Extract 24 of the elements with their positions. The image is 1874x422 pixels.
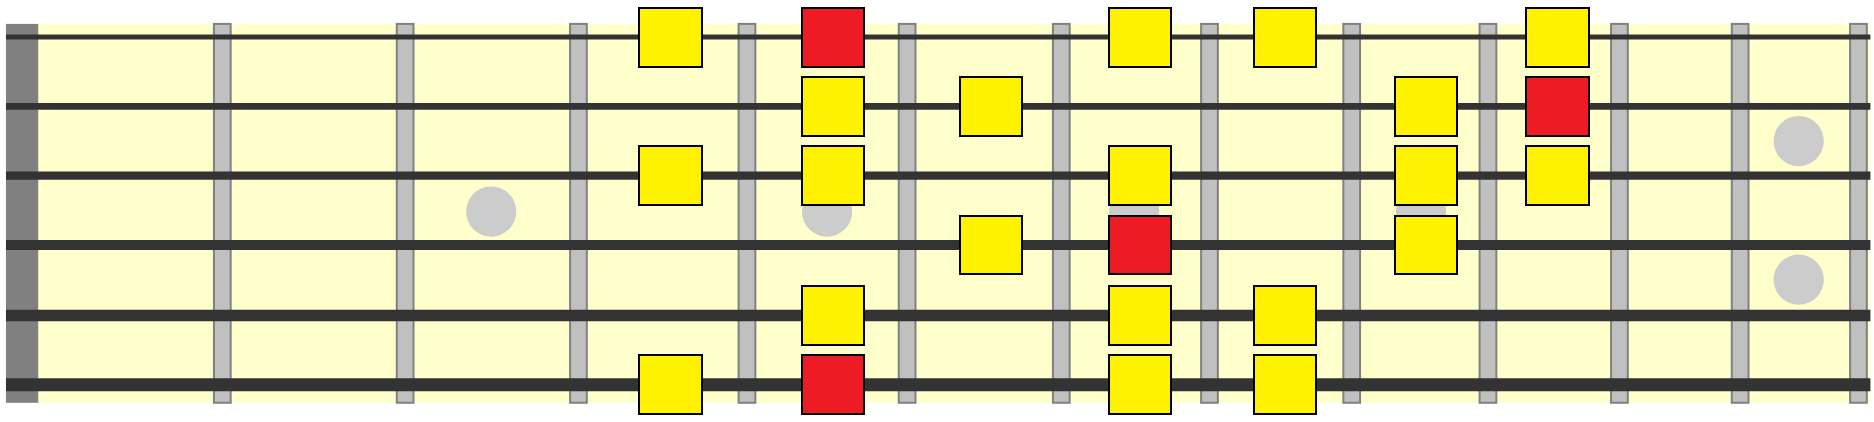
note-marker xyxy=(958,75,1024,137)
note-marker xyxy=(1107,354,1173,416)
note-marker xyxy=(1252,285,1318,346)
note-marker xyxy=(1107,214,1173,276)
note-marker xyxy=(800,354,866,416)
note-marker xyxy=(638,145,703,207)
note-marker xyxy=(638,6,703,68)
note-marker xyxy=(1107,285,1173,346)
note-marker xyxy=(800,6,866,68)
note-marker xyxy=(800,285,866,346)
note-marker xyxy=(1393,214,1459,276)
note-marker xyxy=(1107,145,1173,207)
note-marker xyxy=(800,145,866,207)
note-marker xyxy=(1252,354,1318,416)
note-marker xyxy=(638,354,703,416)
note-marker xyxy=(1393,145,1459,207)
note-marker xyxy=(1525,6,1590,68)
note-marker xyxy=(1107,6,1173,68)
note-marker xyxy=(1525,75,1590,137)
note-marker xyxy=(1252,6,1318,68)
note-marker xyxy=(1393,75,1459,137)
note-marker xyxy=(1525,145,1590,207)
note-marker xyxy=(958,214,1024,276)
note-marker xyxy=(800,75,866,137)
